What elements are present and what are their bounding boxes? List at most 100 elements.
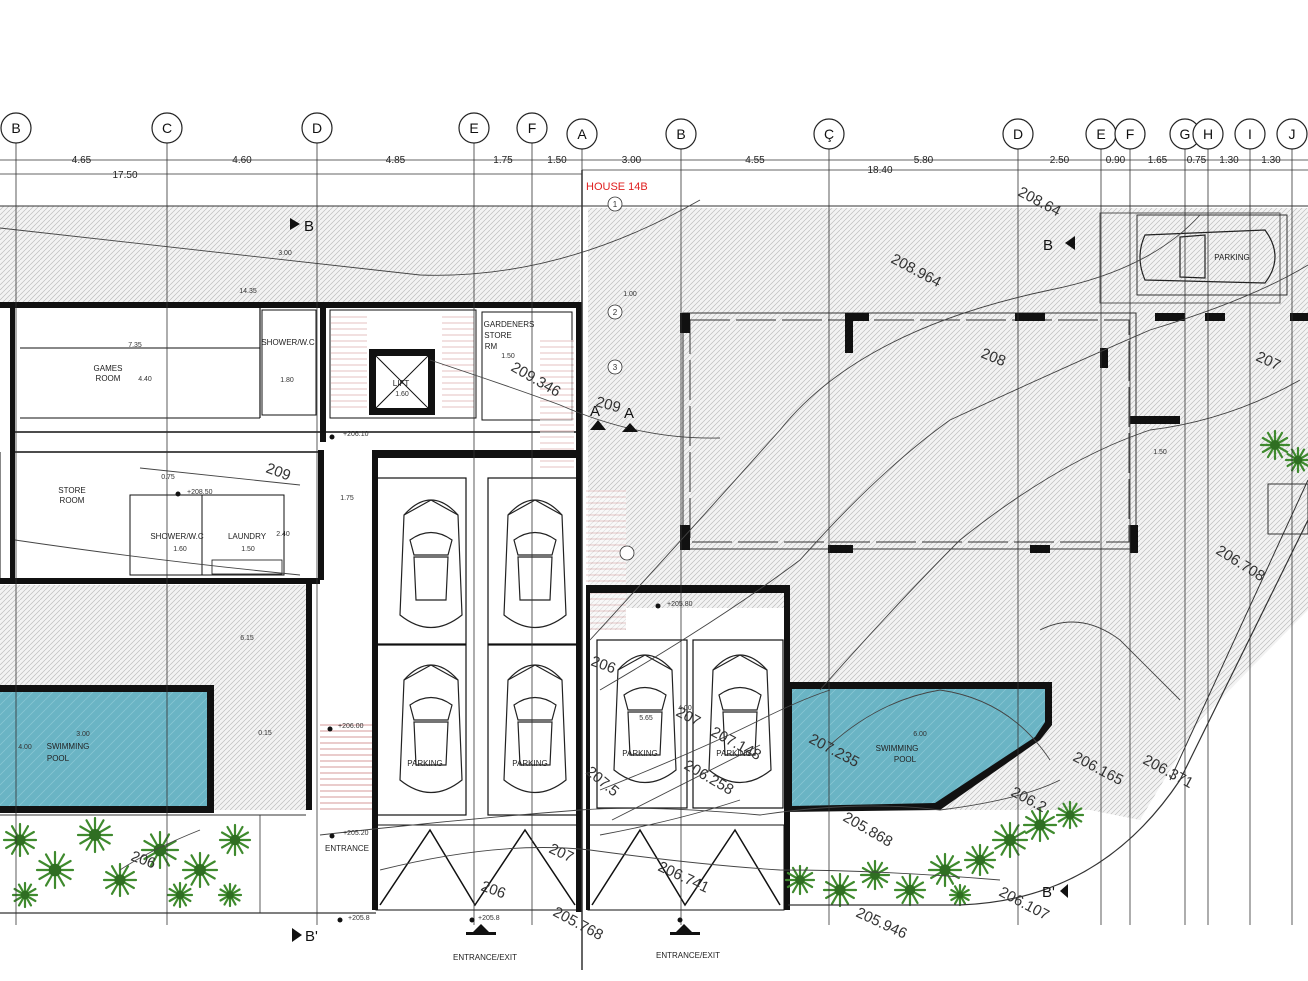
grid-bubble-right-6: G (1169, 118, 1201, 150)
laundry-label: LAUNDRY (228, 532, 267, 541)
spot-elevations: +206.10 +208.50 +206.00 +205.20 +205.8 +… (187, 431, 693, 922)
dim-label: 1.60 (173, 546, 187, 553)
parking-label: PARKING (716, 749, 751, 758)
dim-label: 6.15 (240, 635, 254, 642)
dimension-label: 5.80 (914, 155, 934, 166)
contour-label: 209 (594, 393, 623, 416)
shrub (2, 822, 38, 858)
shrub (218, 823, 252, 857)
grid-label: D (312, 120, 322, 136)
contour-label: 206 (129, 848, 158, 873)
dimension-label: 4.60 (232, 155, 252, 166)
section-label: B (304, 218, 314, 235)
grid-bubble-right-0: A (566, 118, 598, 150)
grid-label: F (1126, 126, 1135, 142)
dimension-label: 1.75 (493, 155, 513, 166)
dim-label: 3.00 (278, 250, 292, 257)
contour-label: 206 (479, 878, 508, 903)
dim-label: 1.50 (1153, 449, 1167, 456)
dim-label: 7.35 (128, 342, 142, 349)
pool-right-label-2: POOL (894, 755, 917, 764)
section-label: B' (305, 928, 318, 945)
shrub (893, 873, 927, 907)
grid-bubble-left-3: E (458, 112, 490, 144)
pool-right-label-1: SWIMMING (876, 744, 919, 753)
shower-wc-label: SHOWER/W.C (261, 338, 315, 347)
contour-label: 205.946 (853, 904, 909, 942)
car (708, 654, 772, 783)
dimension-line-top (0, 159, 1308, 175)
elevation-label: +205.8 (348, 915, 370, 922)
shrub (102, 862, 138, 898)
shrub (166, 881, 194, 909)
grid-label: E (469, 120, 478, 136)
grid-bubble-left-0: B (0, 112, 32, 144)
entrance-label: ENTRANCE (325, 844, 369, 853)
gardeners-store-label-3: RM (485, 342, 498, 351)
elevation-label: +205.20 (343, 830, 369, 837)
axis-label: 3 (613, 363, 618, 372)
elevation-label: +208.50 (187, 489, 213, 496)
grid-bubble-right-9: J (1276, 118, 1308, 150)
dim-label: 1.80 (280, 377, 294, 384)
dim-label: 4.00 (18, 744, 32, 751)
axis-number-labels: 1 2 3 (613, 200, 618, 372)
dimension-label: 4.65 (72, 155, 92, 166)
shrub (859, 859, 891, 891)
dim-label: 1.50 (501, 353, 515, 360)
shrub (822, 872, 858, 908)
grid-lines (15, 143, 1293, 925)
entrance-exit-label: ENTRANCE/EXIT (453, 953, 517, 962)
stair-flights (320, 312, 626, 810)
dimension-label: 0.75 (1187, 155, 1207, 166)
grid-bubble-right-7: H (1192, 118, 1224, 150)
swimming-pool-left (0, 685, 214, 813)
contour-label: 209 (264, 460, 293, 485)
dim-label: 1.00 (623, 291, 637, 298)
grid-label: D (1013, 126, 1023, 142)
room-dimensions: 7.35 4.40 1.80 1.60 1.50 0.75 1.75 1.60 … (18, 250, 1167, 751)
shrub (991, 821, 1029, 859)
slab-columns (680, 313, 1308, 553)
dim-label: 1.60 (395, 391, 409, 398)
shrub (948, 883, 972, 907)
parking-label: PARKING (512, 759, 547, 768)
room-labels: GAMES ROOM SHOWER/W.C LIFT GARDENERS STO… (47, 253, 1250, 962)
games-room-label-1: GAMES (94, 364, 123, 373)
dimension-label: 1.30 (1261, 155, 1281, 166)
grid-label: B (11, 120, 20, 136)
section-label: B (1043, 237, 1053, 254)
grid-label: Ç (824, 126, 834, 142)
dimension-label: 4.55 (745, 155, 765, 166)
grid-label: I (1248, 126, 1252, 142)
store-room-label-1: STORE (58, 486, 85, 495)
section-label: B' (1042, 884, 1055, 901)
car (503, 499, 567, 628)
dim-label: 0.15 (258, 730, 272, 737)
dimension-label: 4.85 (386, 155, 406, 166)
grid-bubble-right-1: B (665, 118, 697, 150)
dim-label: 0.75 (161, 474, 175, 481)
dim-label: 1.75 (340, 495, 354, 502)
grid-label: A (577, 126, 587, 142)
gardeners-store-label-1: GARDENERS (484, 320, 535, 329)
section-markers: B B A A B' B' (290, 218, 1075, 945)
contour-label: 205.868 (840, 809, 895, 851)
dim-label: 4.00 (678, 705, 692, 712)
shrub (140, 830, 180, 870)
car (399, 664, 463, 793)
axis-label: 1 (613, 200, 618, 209)
contour-label: 207 (546, 840, 576, 866)
shrub (35, 850, 75, 890)
dimension-label: 0.90 (1106, 155, 1126, 166)
dimension-label: 2.50 (1050, 155, 1070, 166)
shrub (181, 851, 219, 889)
contour-lines (0, 199, 1308, 881)
car (1139, 229, 1276, 284)
entrance-exit-label: ENTRANCE/EXIT (656, 951, 720, 960)
shrub (1022, 807, 1058, 843)
planting-beds (2, 429, 1308, 909)
section-label: A (624, 405, 634, 422)
dim-label: 3.00 (76, 731, 90, 738)
